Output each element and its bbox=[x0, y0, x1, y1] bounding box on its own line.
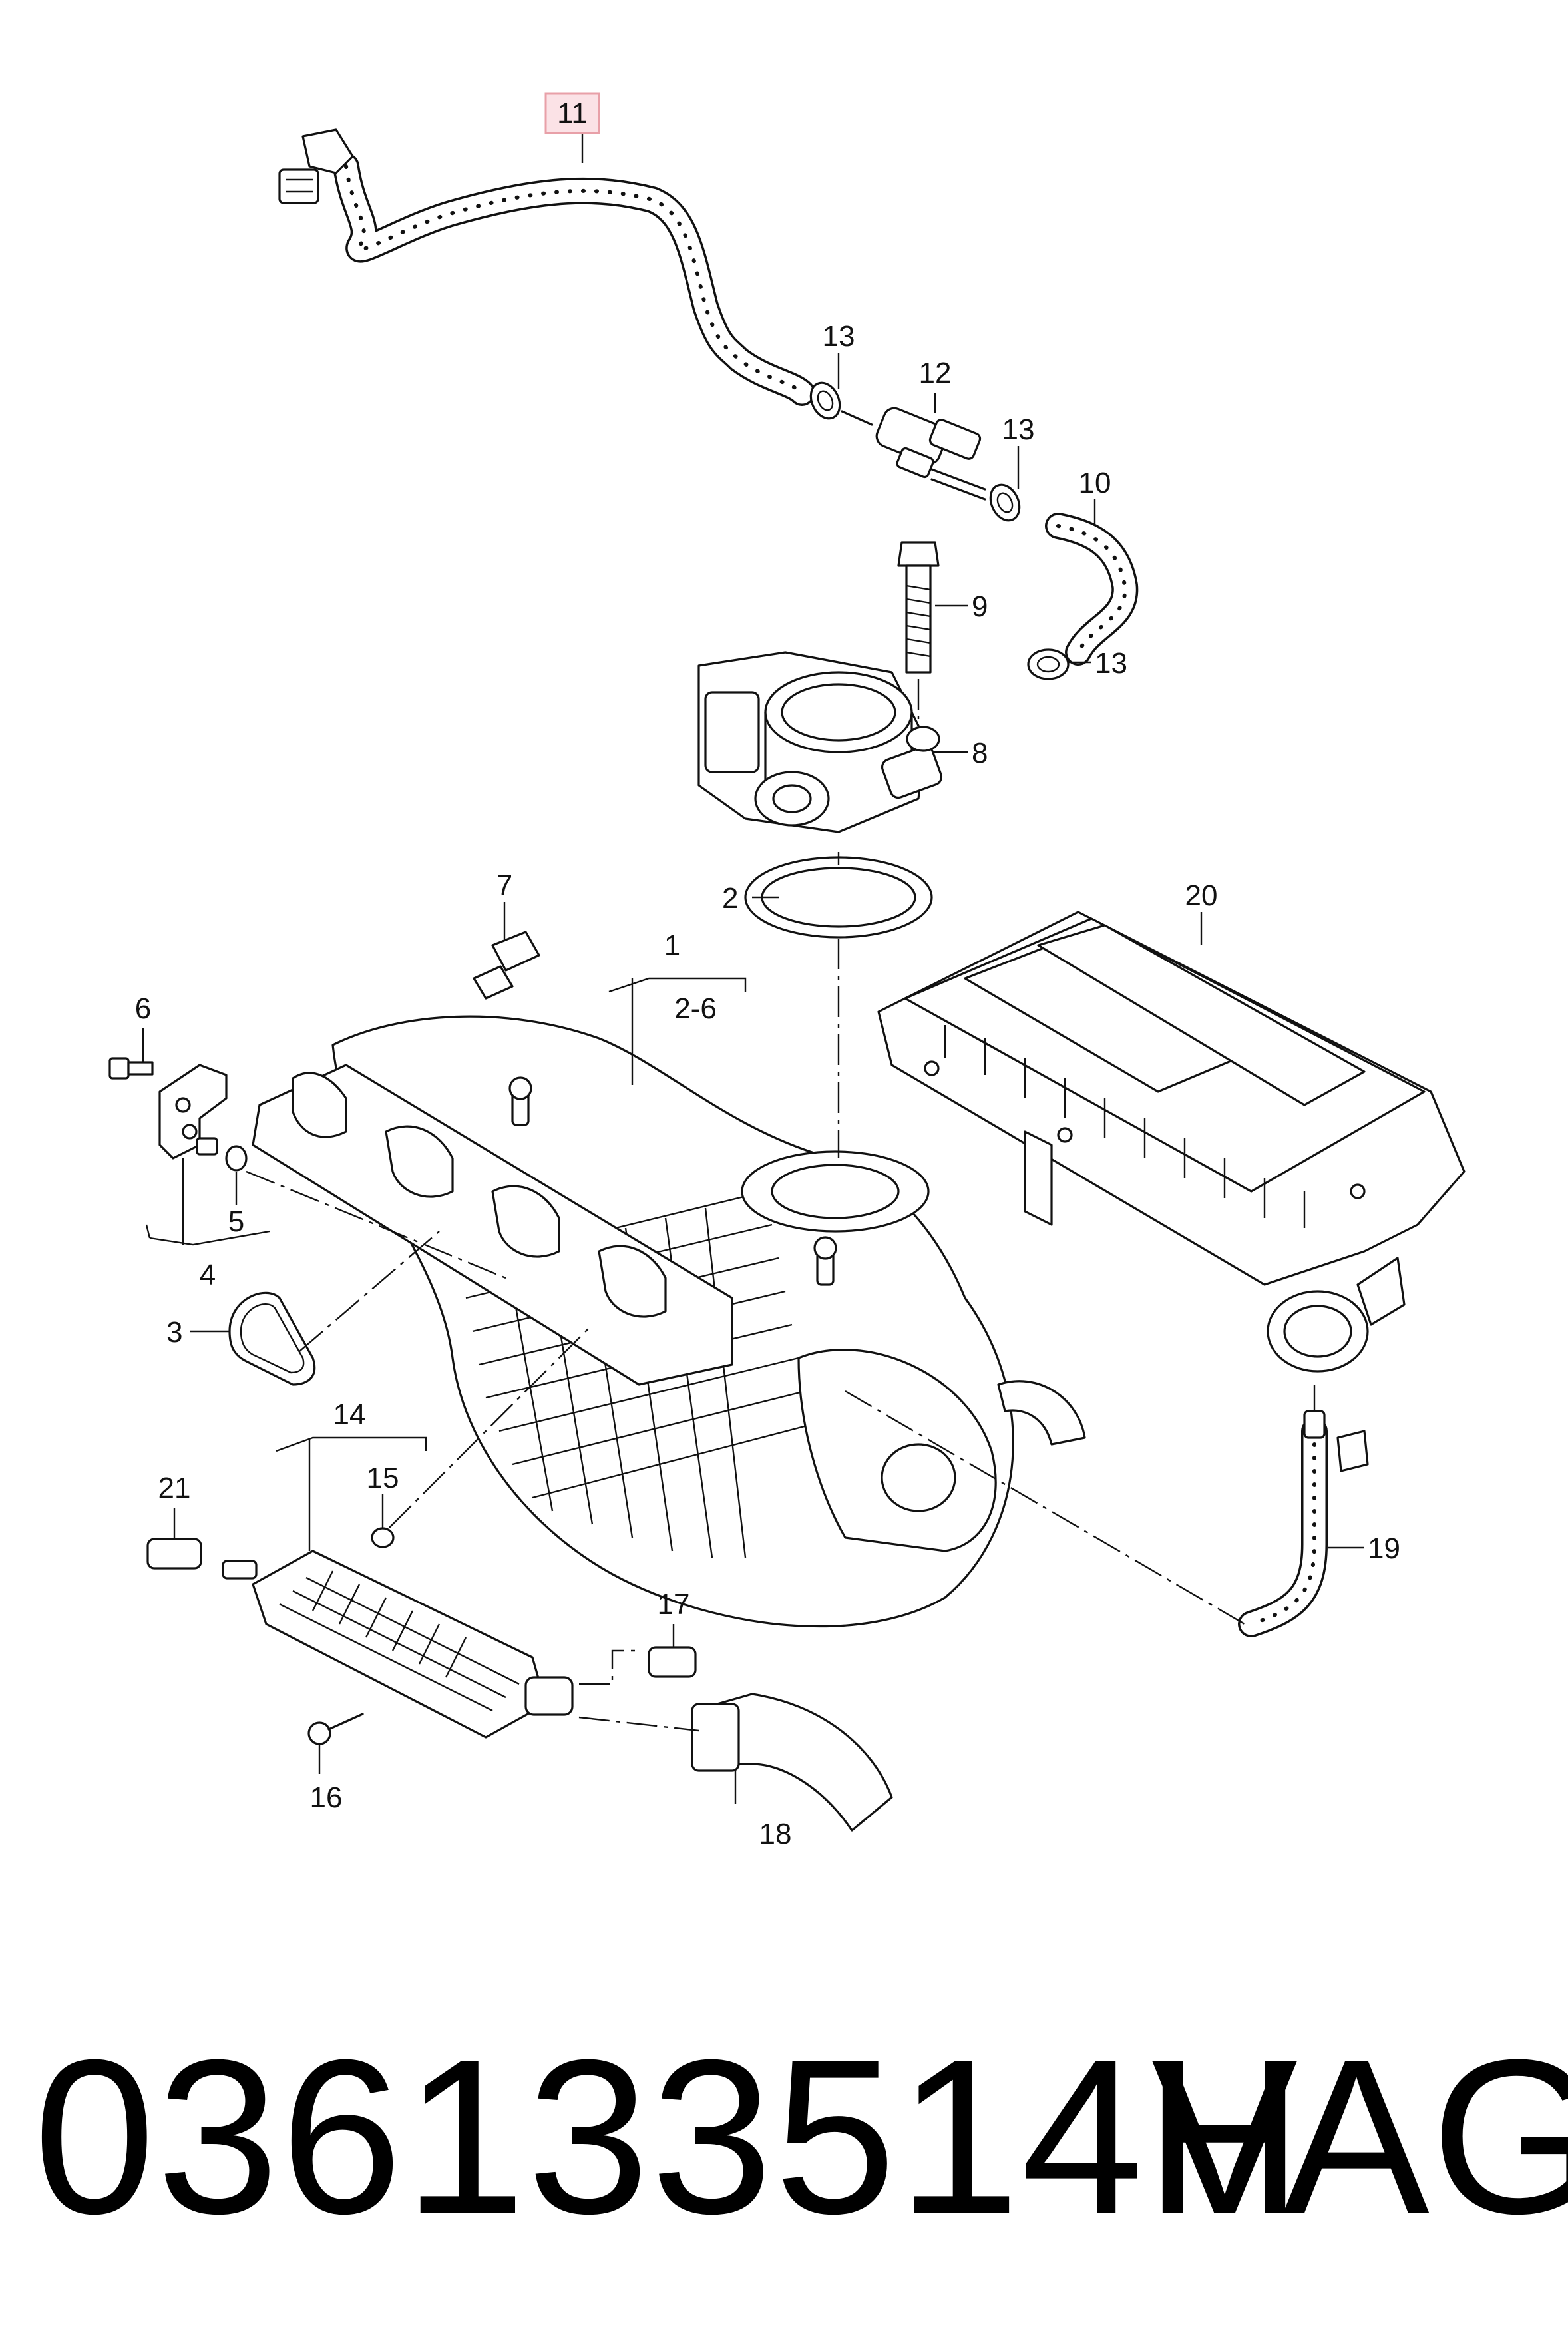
air-filter-housing-20[interactable] bbox=[877, 911, 1466, 1373]
part-number: 036133514H bbox=[33, 2014, 1305, 2259]
callout-4[interactable]: 4 bbox=[200, 1259, 216, 1291]
highlight-box-11 bbox=[544, 92, 600, 134]
valve-12[interactable] bbox=[841, 405, 986, 501]
sleeve-17[interactable] bbox=[648, 1646, 697, 1678]
callout-15[interactable]: 15 bbox=[367, 1462, 399, 1494]
bolt-9[interactable] bbox=[897, 541, 940, 674]
callout-14[interactable]: 14 bbox=[333, 1398, 366, 1431]
callout-leaders bbox=[142, 133, 1364, 1804]
callout-12[interactable]: 12 bbox=[919, 357, 952, 389]
sleeve-21[interactable] bbox=[146, 1538, 202, 1570]
actuator-14[interactable] bbox=[222, 1550, 574, 1739]
assembly-lines bbox=[246, 679, 1316, 1732]
brand-name: VAG bbox=[1151, 2014, 1568, 2259]
callout-2[interactable]: 2 bbox=[722, 882, 738, 915]
callout-2-6[interactable]: 2-6 bbox=[674, 992, 717, 1025]
throttle-body-8[interactable] bbox=[697, 651, 944, 833]
callout-16[interactable]: 16 bbox=[310, 1781, 343, 1814]
intake-manifold-1[interactable] bbox=[252, 1015, 1086, 1628]
callout-17[interactable]: 17 bbox=[658, 1588, 690, 1621]
part-number-banner: 036133514H VAG bbox=[27, 2010, 1568, 2263]
callout-13-lower[interactable]: 13 bbox=[1095, 647, 1127, 680]
seal-3[interactable] bbox=[228, 1291, 316, 1386]
clamp-13-middle[interactable] bbox=[985, 480, 1025, 525]
callout-19[interactable]: 19 bbox=[1368, 1532, 1400, 1565]
o-ring-5[interactable] bbox=[225, 1145, 248, 1172]
callout-11[interactable]: 11 bbox=[557, 97, 588, 130]
callout-13-middle[interactable]: 13 bbox=[1002, 413, 1035, 446]
callout-20[interactable]: 20 bbox=[1185, 879, 1218, 912]
hose-10[interactable] bbox=[1045, 513, 1139, 666]
callout-9[interactable]: 9 bbox=[972, 590, 988, 623]
callout-5[interactable]: 5 bbox=[228, 1205, 244, 1238]
bolt-6[interactable] bbox=[108, 1057, 154, 1080]
o-ring-15[interactable] bbox=[371, 1527, 395, 1548]
hose-11[interactable] bbox=[278, 128, 815, 406]
callout-8[interactable]: 8 bbox=[972, 737, 988, 769]
callout-labels: 11 13 12 13 10 9 13 8 2 20 7 1 2-6 6 5 4… bbox=[135, 92, 1400, 1850]
callout-21[interactable]: 21 bbox=[158, 1472, 191, 1504]
callout-18[interactable]: 18 bbox=[759, 1818, 792, 1850]
callout-3[interactable]: 3 bbox=[166, 1316, 182, 1349]
clamp-13-lower[interactable] bbox=[1027, 648, 1070, 680]
sensor-4[interactable] bbox=[158, 1064, 228, 1160]
callout-13-upper[interactable]: 13 bbox=[823, 320, 855, 353]
clamp-13-upper[interactable] bbox=[805, 378, 845, 423]
callout-6[interactable]: 6 bbox=[135, 992, 151, 1025]
callout-7[interactable]: 7 bbox=[496, 869, 512, 902]
callout-1[interactable]: 1 bbox=[664, 929, 680, 962]
callout-10[interactable]: 10 bbox=[1079, 467, 1111, 499]
hose-19[interactable] bbox=[1238, 1410, 1369, 1637]
bolt-7[interactable] bbox=[473, 931, 540, 1000]
screw-16[interactable] bbox=[307, 1713, 364, 1745]
hose-18[interactable] bbox=[691, 1693, 893, 1832]
